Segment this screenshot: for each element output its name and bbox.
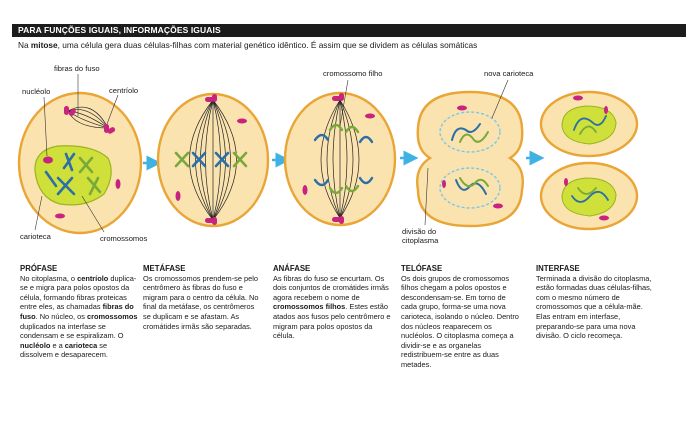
cell-profase bbox=[17, 74, 143, 235]
cell-anafase bbox=[283, 79, 397, 227]
spindle-fibers bbox=[320, 99, 360, 219]
centriole bbox=[64, 106, 116, 134]
label-fibras-do-fuso: fibras do fuso bbox=[54, 64, 100, 73]
label-nucleolo: nucléolo bbox=[22, 87, 51, 96]
cell-metafase bbox=[156, 92, 270, 228]
intro-text: Na mitose, uma célula gera duas células-… bbox=[18, 40, 478, 50]
label-carioteca: carioteca bbox=[20, 232, 51, 241]
cell-telofase bbox=[416, 79, 524, 228]
cell-interfase bbox=[539, 90, 639, 231]
chromosomes bbox=[451, 123, 489, 195]
phase-title: INTERFASE bbox=[536, 264, 580, 273]
label-centriolo: centríolo bbox=[109, 86, 139, 95]
phase-title: ANÁFASE bbox=[273, 264, 311, 273]
phase-title: METÁFASE bbox=[143, 264, 186, 273]
daughter-chromosomes bbox=[313, 123, 374, 195]
label-cromossomo-filho: cromossomo filho bbox=[323, 69, 383, 78]
label-nova-carioteca: nova carioteca bbox=[484, 69, 534, 78]
phase-title: TELÓFASE bbox=[401, 264, 443, 273]
label-cromossomos: cromossomos bbox=[100, 234, 148, 243]
phase-title: PRÓFASE bbox=[20, 264, 58, 273]
chromosomes bbox=[174, 151, 248, 168]
section-header: PARA FUNÇÕES IGUAIS, INFORMAÇÕES IGUAIS bbox=[12, 24, 686, 37]
chromosomes bbox=[44, 152, 102, 196]
